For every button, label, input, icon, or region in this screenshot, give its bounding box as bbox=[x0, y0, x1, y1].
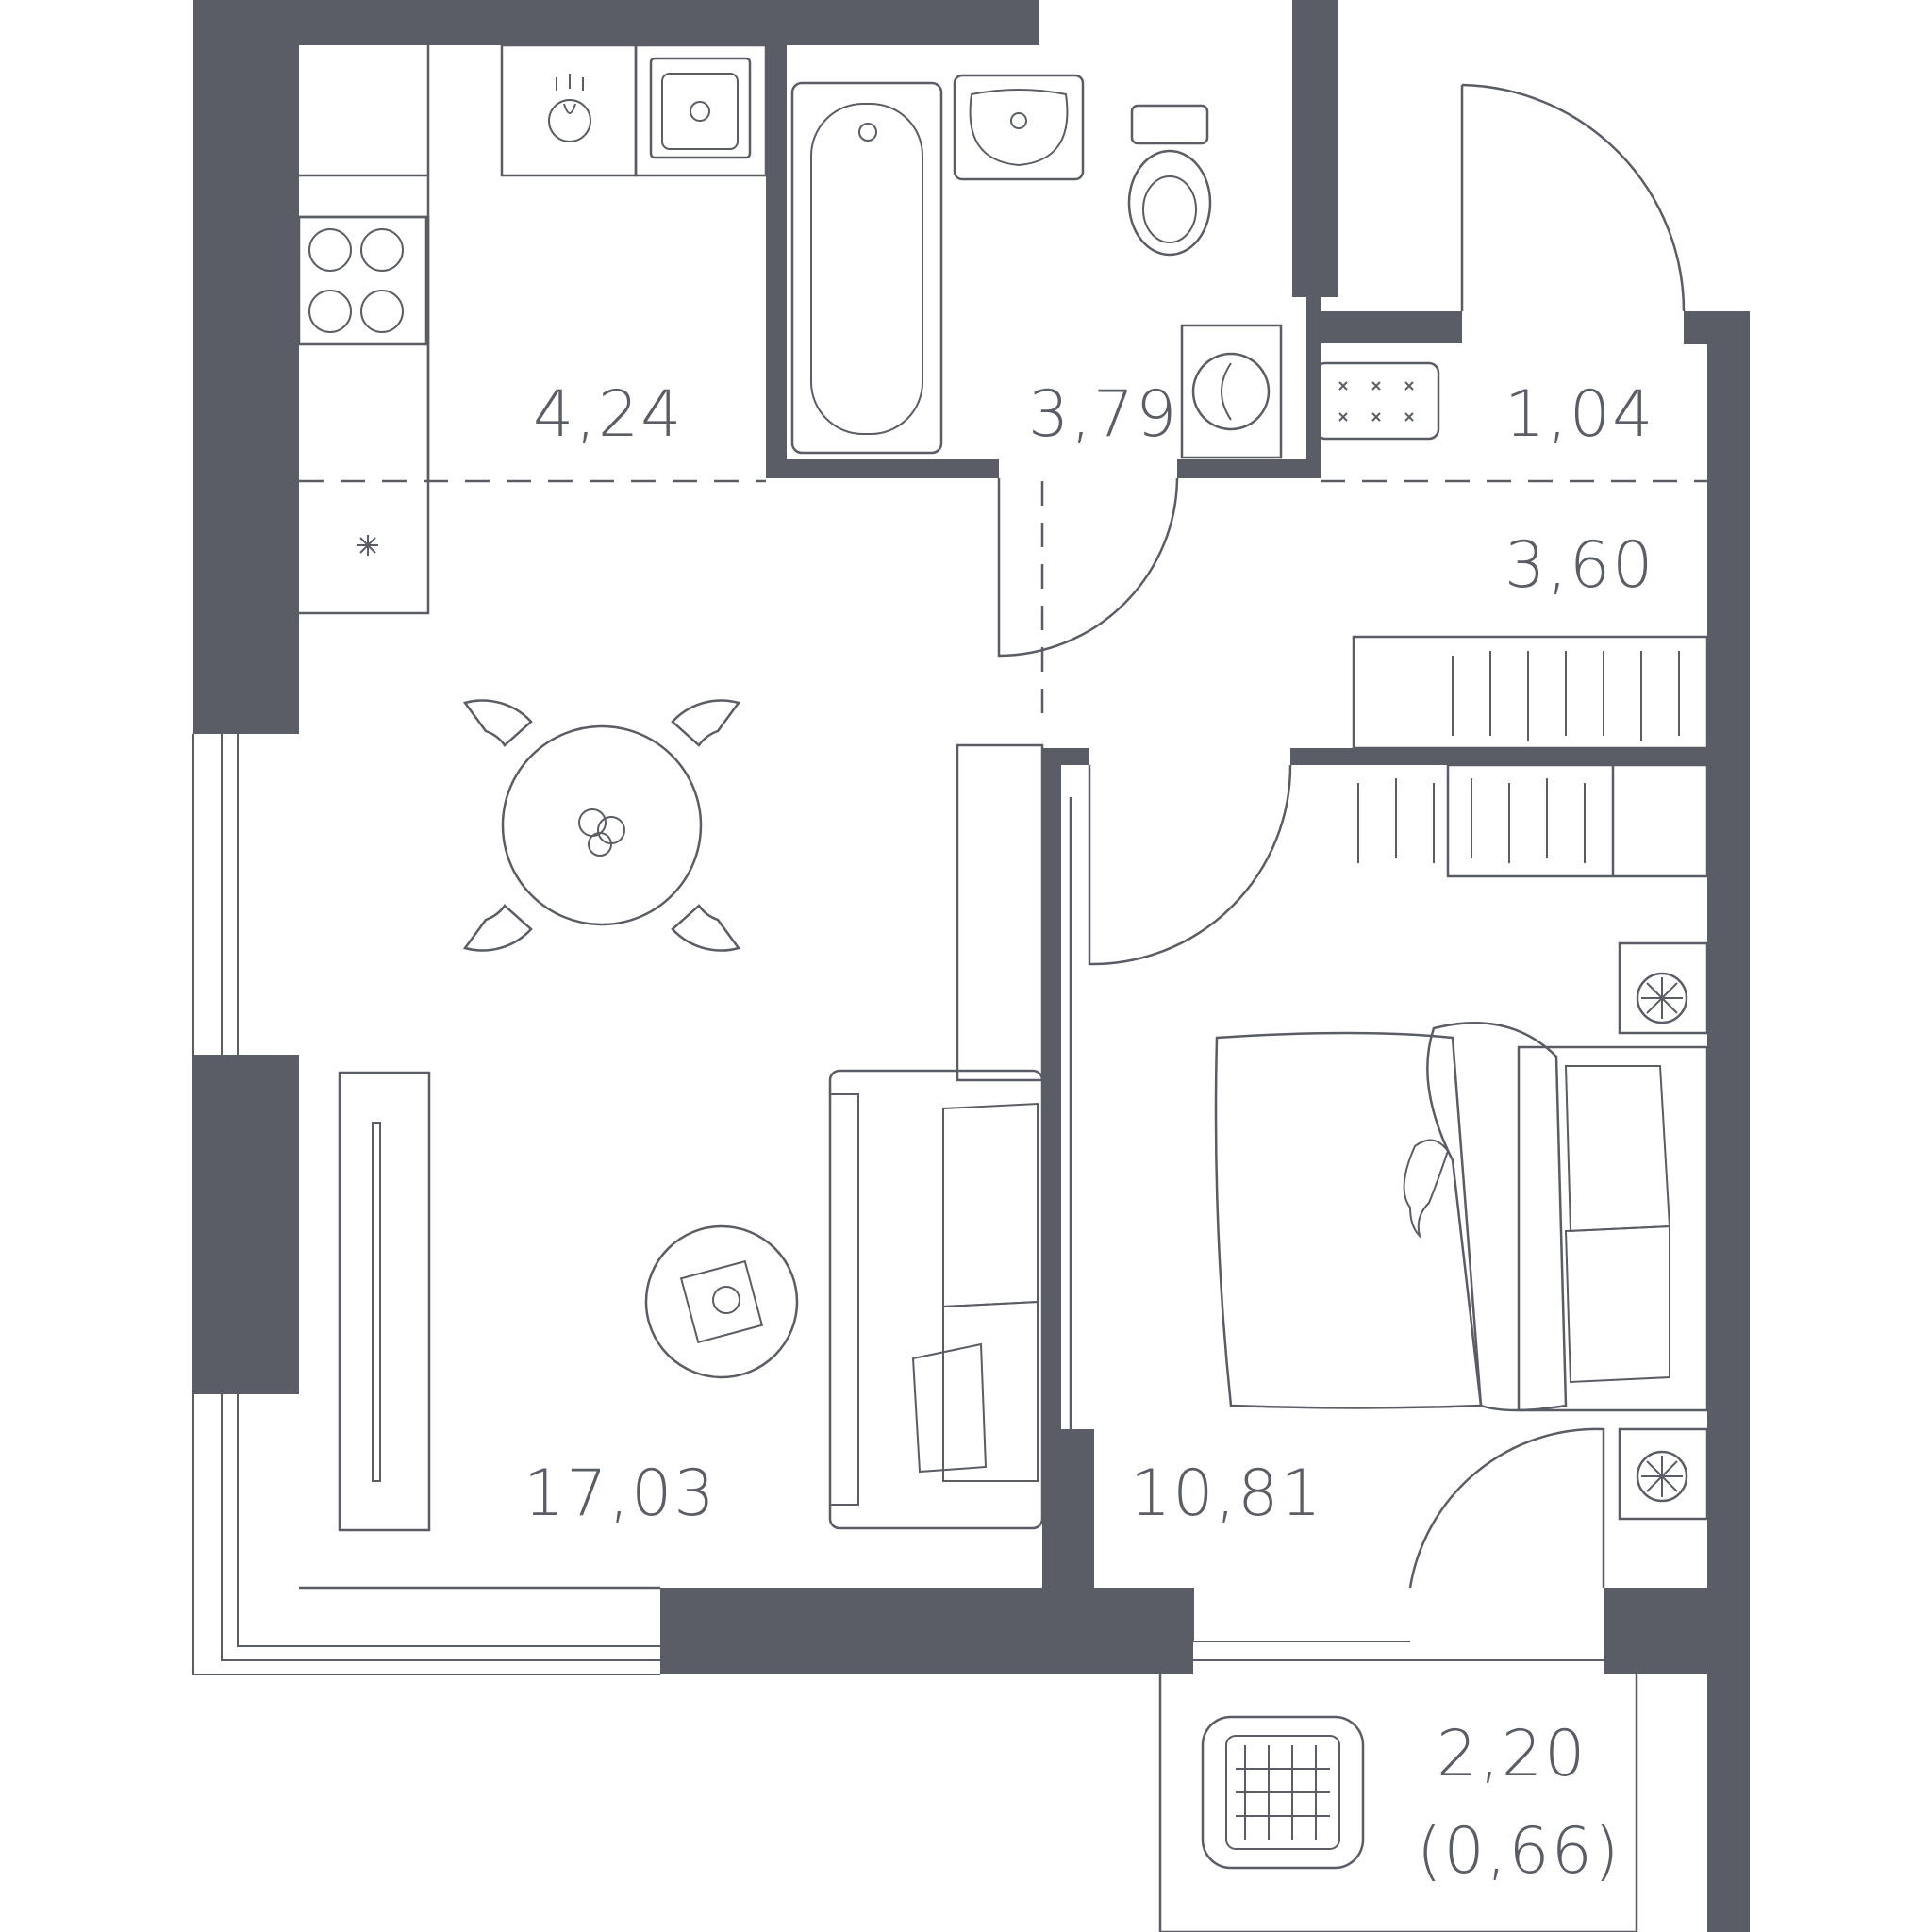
furniture bbox=[297, 57, 1709, 1870]
lamp-icon bbox=[1636, 972, 1688, 1024]
closet-area-label: 1,04 bbox=[1504, 377, 1654, 452]
appliance-icon bbox=[357, 535, 378, 556]
interior-lines bbox=[192, 43, 1709, 1932]
sofa-icon bbox=[828, 1069, 1044, 1530]
laundry-basket-icon bbox=[1201, 1715, 1365, 1870]
tv-stand-icon bbox=[338, 1071, 431, 1532]
lamp-icon bbox=[1636, 1450, 1688, 1503]
doors bbox=[997, 83, 1686, 1589]
bench-icon bbox=[1314, 361, 1440, 441]
bed-icon bbox=[1214, 1022, 1709, 1412]
tap-icon bbox=[548, 74, 591, 142]
bathroom-area-label: 3,79 bbox=[1028, 377, 1178, 452]
sink-icon bbox=[649, 57, 752, 159]
dining-table-icon bbox=[462, 699, 741, 952]
living-room-area-label: 17,03 bbox=[524, 1457, 717, 1531]
hallway-area-label: 3,60 bbox=[1504, 528, 1654, 603]
coffee-table-icon bbox=[644, 1224, 799, 1379]
balcony-area-label: 2,20 bbox=[1437, 1717, 1587, 1791]
stove-icon bbox=[297, 215, 428, 346]
bedroom-wardrobe-icon bbox=[1357, 778, 1586, 863]
area-labels: 4,24 3,79 1,04 3,60 17,03 10,81 2,20 (0,… bbox=[524, 377, 1654, 1889]
balcony-reduced-area-label: (0,66) bbox=[1417, 1814, 1621, 1889]
wardrobe-icon bbox=[1452, 651, 1680, 741]
bedroom-area-label: 10,81 bbox=[1130, 1457, 1323, 1531]
kitchen-area-label: 4,24 bbox=[533, 377, 683, 452]
walls bbox=[193, 0, 1750, 1932]
washing-machine-icon bbox=[1180, 324, 1283, 459]
bathtub-icon bbox=[790, 81, 943, 455]
washbasin-icon bbox=[953, 74, 1085, 181]
toilet-icon bbox=[1127, 104, 1212, 257]
flower-icon bbox=[578, 808, 625, 857]
